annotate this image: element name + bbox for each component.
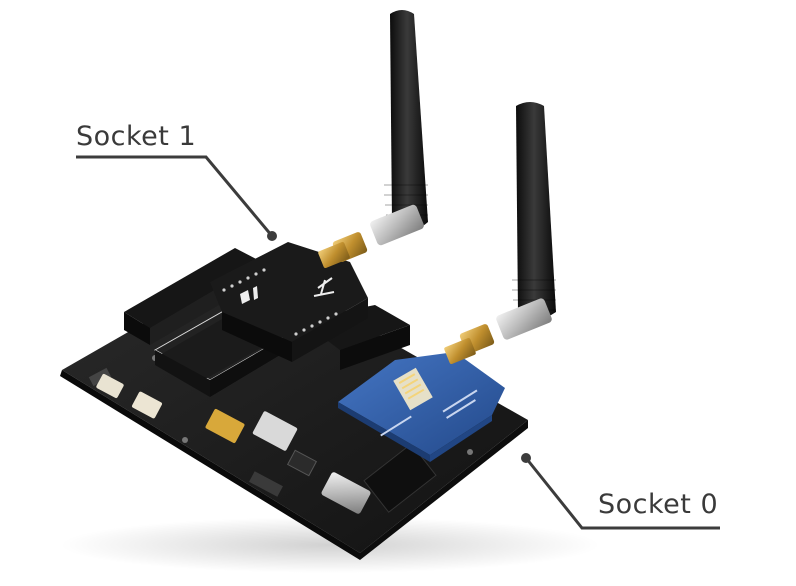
board-shadow [60, 517, 600, 573]
xbee-radio-module [338, 352, 505, 462]
callout-socket-0-leader [521, 453, 720, 530]
main-board [60, 262, 528, 560]
callout-socket-1-leader [76, 155, 277, 241]
antenna-socket-0 [444, 102, 556, 364]
socket-1-label: Socket 1 [76, 121, 197, 152]
socket-0-label: Socket 0 [598, 489, 719, 520]
antenna-socket-1 [318, 10, 428, 268]
libelium-radio-module [210, 242, 368, 362]
